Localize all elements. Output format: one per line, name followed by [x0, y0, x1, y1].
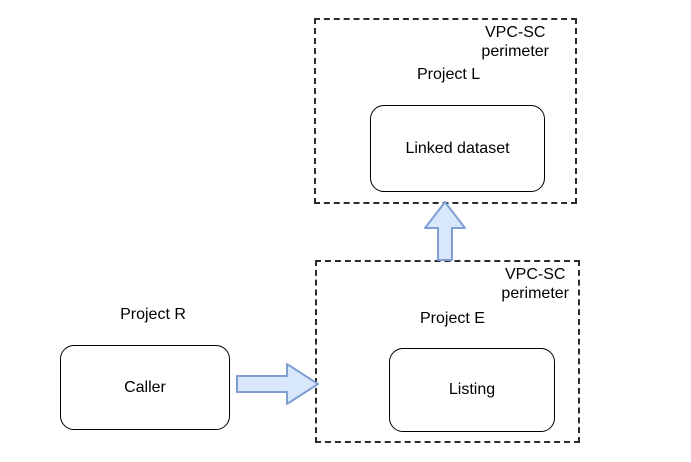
arrow-caller-to-listing	[236, 363, 319, 405]
vpc-sc-perimeter-label-top: VPC-SC perimeter	[481, 23, 549, 61]
right-block-arrow-icon	[236, 363, 319, 405]
arrow-listing-to-linked-dataset	[424, 201, 466, 261]
vpc-sc-perimeter-box-top: VPC-SC perimeter Project L Linked datase…	[314, 18, 577, 204]
caller-node: Caller	[60, 345, 230, 430]
project-r-label: Project R	[120, 306, 186, 323]
vpc-sc-perimeter-box-bottom: VPC-SC perimeter Project E Listing	[315, 260, 580, 443]
perimeter-label-line1: VPC-SC	[484, 24, 546, 41]
caller-label: Caller	[124, 378, 166, 396]
linked-dataset-node: Linked dataset	[370, 105, 545, 192]
listing-label: Listing	[448, 381, 496, 398]
project-e-label: Project E	[420, 310, 485, 327]
linked-dataset-label: Linked dataset	[405, 139, 510, 157]
perimeter-label-line1: VPC-SC	[504, 266, 566, 283]
perimeter-label-line2: perimeter	[481, 43, 549, 60]
perimeter-label-line2: perimeter	[501, 285, 569, 302]
listing-node: Listing	[389, 348, 555, 432]
up-block-arrow-icon	[424, 201, 466, 261]
vpc-sc-perimeter-label-bottom: VPC-SC perimeter	[501, 265, 569, 303]
project-l-label: Project L	[417, 66, 481, 83]
